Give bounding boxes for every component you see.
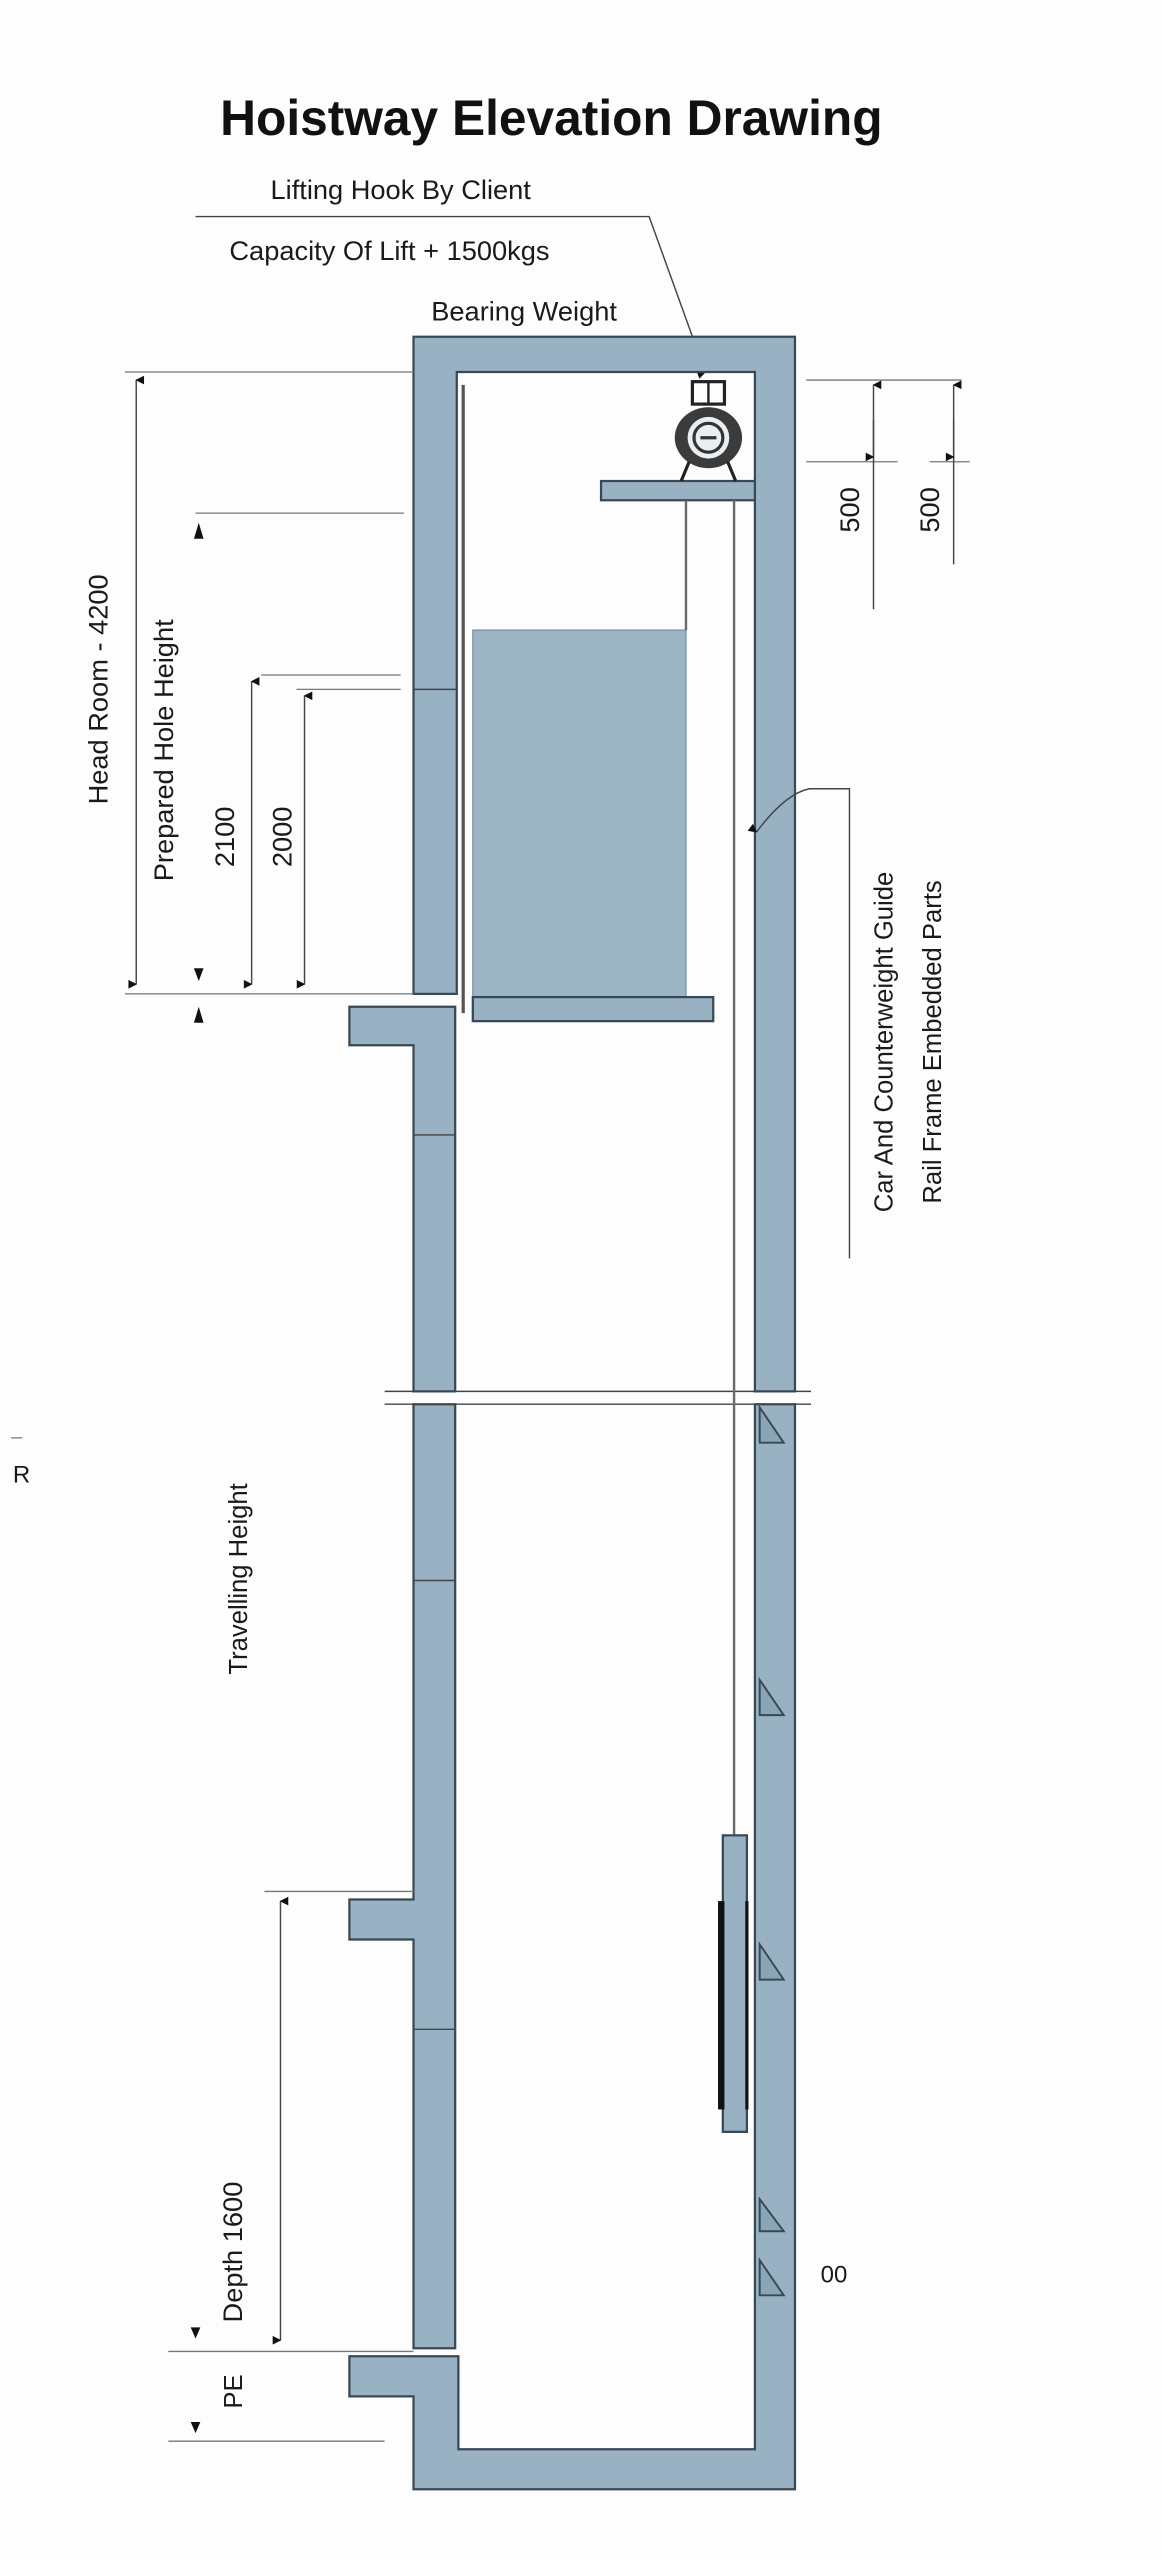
head-room-label: Head Room - 4200 [82,574,113,804]
landing-slab-2 [348,1403,457,2350]
counterweight [721,1834,749,2133]
rail-bracket [758,2256,786,2297]
lifting-hook-leader [195,215,707,379]
rail-bracket [758,1676,786,1717]
traction-machine-icon [674,380,743,482]
guide-rail-label-line1: Car And Counterweight Guide [871,872,899,1212]
drawing-title: Hoistway Elevation Drawing [220,90,882,146]
hoistway-shaft [348,335,811,2491]
pit-depth-label: Depth 1600 [217,2182,248,2323]
rail-bracket [758,1941,786,1981]
overhead-dimension: 500 500 [806,379,970,610]
bearing-weight-label: Bearing Weight [431,296,617,327]
rail-brackets [758,1404,786,2297]
dim-500-a: 500 [834,487,865,532]
guide-rail-label-line2: Rail Frame Embedded Parts [919,880,947,1203]
rail-bracket [758,2196,786,2233]
machine-beam [599,479,757,502]
fragment-r: R [13,1462,30,1489]
fragment-00: 00 [821,2262,848,2289]
counterweight-guide-shoe [718,1901,725,2110]
rail-bracket [758,1404,786,1444]
headroom-dimensions: Head Room - 4200 Prepared Hole Height 21… [82,371,414,1023]
pe-label: PE [220,2374,248,2408]
dim-2100: 2100 [209,807,240,868]
dim-500-b: 500 [914,487,945,532]
shaft-top-structure [412,335,797,1393]
dim-2000: 2000 [267,807,298,868]
capacity-label: Capacity Of Lift + 1500kgs [229,235,549,266]
elevator-car [472,629,687,998]
pit-dimensions: Depth 1600 PE [168,1890,414,2442]
lifting-hook-label: Lifting Hook By Client [271,174,532,205]
car-platform [471,995,715,1023]
guide-rail-leader [747,788,851,1259]
travelling-height-label: Travelling Height [225,1483,253,1674]
landing-slab-1 [348,1005,457,1393]
prepared-hole-height-label: Prepared Hole Height [148,619,179,881]
